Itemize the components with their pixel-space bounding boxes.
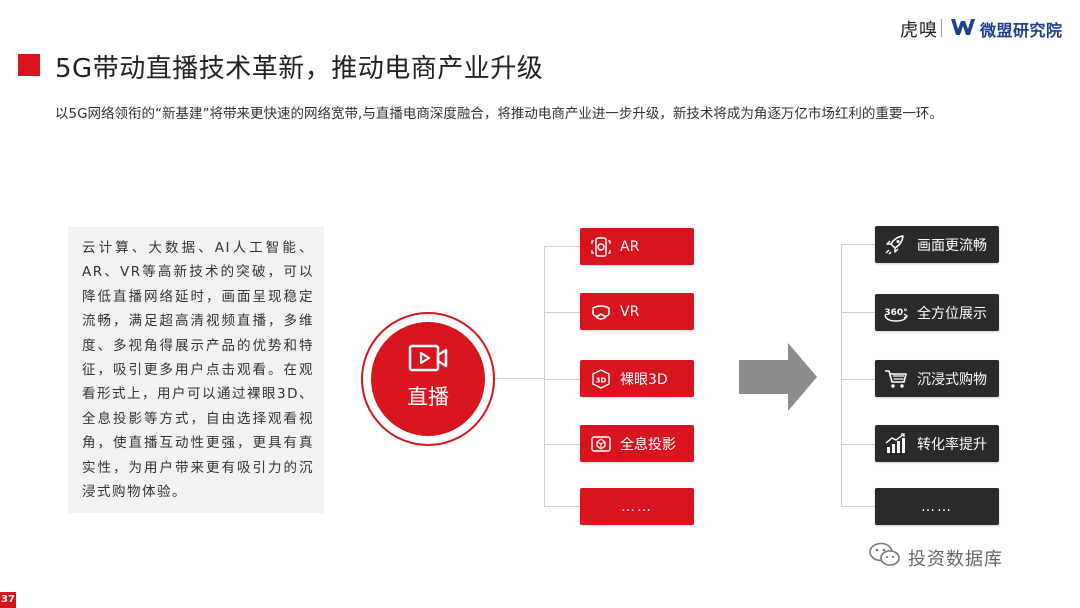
tech-vr-button[interactable]: VR — [580, 293, 694, 330]
shopping-cart-icon — [885, 369, 907, 388]
tech-ar-label: AR — [620, 238, 640, 255]
ar-phone-icon — [591, 236, 611, 257]
page-number: 37 — [0, 592, 16, 608]
benefit-bracket-tick — [841, 244, 875, 245]
svg-text:3D: 3D — [596, 376, 607, 384]
title-marker — [18, 54, 40, 76]
hub-circle — [371, 322, 485, 436]
watermark-text: 投资数据库 — [908, 549, 1003, 570]
description-panel — [68, 227, 324, 513]
huxiu-logo: 虎嗅 — [900, 20, 938, 41]
3d-cube-icon: 3D — [592, 368, 610, 389]
weimeng-logo-icon — [951, 19, 975, 35]
tech-3d-label: 裸眼3D — [620, 371, 668, 388]
tech-hologram-label: 全息投影 — [620, 436, 676, 453]
benefit-bracket-tick — [841, 312, 875, 313]
hologram-icon — [591, 435, 611, 452]
tech-bracket-tick — [544, 379, 580, 380]
vr-headset-icon — [592, 304, 610, 320]
wechat-icon — [869, 542, 900, 566]
tech-bracket-tick — [544, 506, 580, 507]
rocket-icon — [885, 234, 904, 254]
hub-connector-line — [495, 378, 545, 379]
benefit-bracket-vertical — [841, 244, 842, 507]
benefit-conversion-button[interactable]: 转化率提升 — [875, 425, 999, 462]
benefit-more-button[interactable]: …… — [875, 488, 999, 525]
benefit-360-button[interactable]: 360° 全方位展示 — [875, 294, 999, 331]
tech-3d-button[interactable]: 3D 裸眼3D — [580, 360, 694, 397]
benefit-360-label: 全方位展示 — [917, 305, 987, 322]
benefit-smooth-label: 画面更流畅 — [917, 237, 987, 254]
tech-ar-button[interactable]: AR — [580, 228, 694, 265]
growth-chart-icon — [885, 432, 905, 453]
intro-paragraph: 以5G网络领衔的“新基建”将带来更快速的网络宽带,与直播电商深度融合，将推动电商… — [55, 106, 943, 122]
page-title: 5G带动直播技术革新，推动电商产业升级 — [55, 54, 544, 84]
svg-text:360°: 360° — [884, 308, 907, 318]
tech-vr-label: VR — [620, 303, 640, 320]
benefit-bracket-tick — [841, 379, 875, 380]
benefit-bracket-tick — [841, 506, 875, 507]
benefit-smooth-button[interactable]: 画面更流畅 — [875, 226, 999, 263]
tech-hologram-button[interactable]: 全息投影 — [580, 425, 694, 462]
tech-more-button[interactable]: …… — [580, 488, 694, 525]
hub-label: 直播 — [407, 385, 449, 409]
benefit-conversion-label: 转化率提升 — [917, 436, 987, 453]
description-text: 云计算、大数据、AI人工智能、AR、VR等高新技术的突破，可以降低直播网络延时，… — [82, 240, 314, 501]
benefit-more-label: …… — [921, 498, 953, 515]
logo-divider — [941, 19, 942, 37]
tech-more-label: …… — [621, 498, 653, 515]
benefit-bracket-tick — [841, 444, 875, 445]
benefit-immersive-label: 沉浸式购物 — [917, 371, 987, 388]
tech-bracket-vertical — [544, 246, 545, 507]
weimeng-logo-text: 微盟研究院 — [980, 21, 1063, 40]
arrow-right-icon — [739, 343, 817, 411]
benefit-immersive-button[interactable]: 沉浸式购物 — [875, 360, 999, 397]
tech-bracket-tick — [544, 312, 580, 313]
tech-bracket-tick — [544, 246, 580, 247]
tech-bracket-tick — [544, 444, 580, 445]
360-view-icon: 360° — [884, 308, 909, 322]
video-play-icon — [408, 344, 448, 372]
